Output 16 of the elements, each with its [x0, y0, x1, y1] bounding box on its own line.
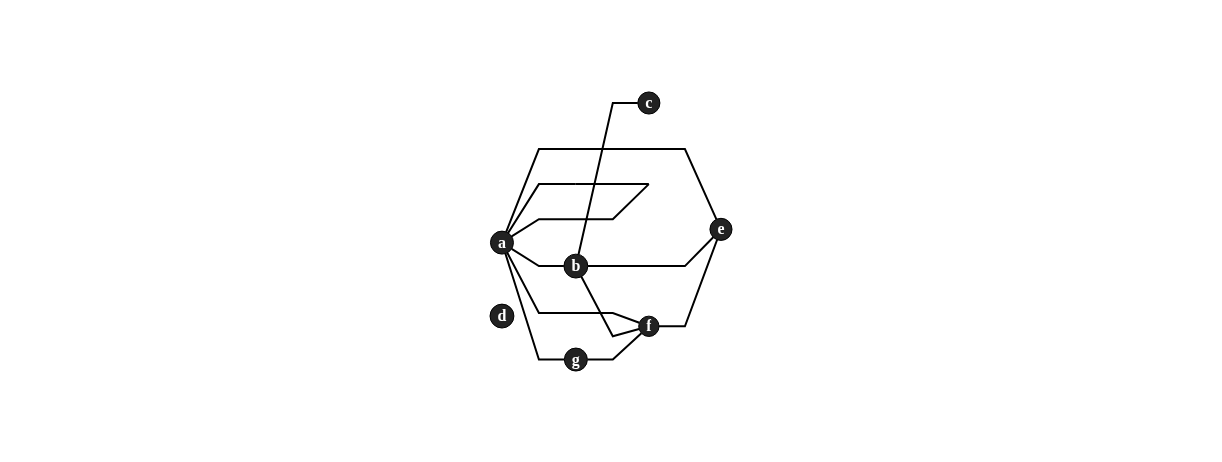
connector [510, 247, 565, 267]
node-circle: c [637, 91, 661, 115]
node-circle: e [709, 217, 733, 241]
connector [577, 101, 639, 256]
node-circle: g [563, 347, 588, 372]
connector [504, 252, 566, 361]
node-circle: b [563, 253, 589, 279]
connector [586, 331, 643, 361]
node-circle: f [638, 315, 660, 337]
node-circle: a [489, 230, 514, 255]
connector [586, 236, 715, 267]
connector [580, 275, 641, 338]
connector [658, 238, 719, 327]
connector [505, 147, 718, 233]
connector [507, 182, 650, 238]
node-circle: d [489, 303, 515, 329]
